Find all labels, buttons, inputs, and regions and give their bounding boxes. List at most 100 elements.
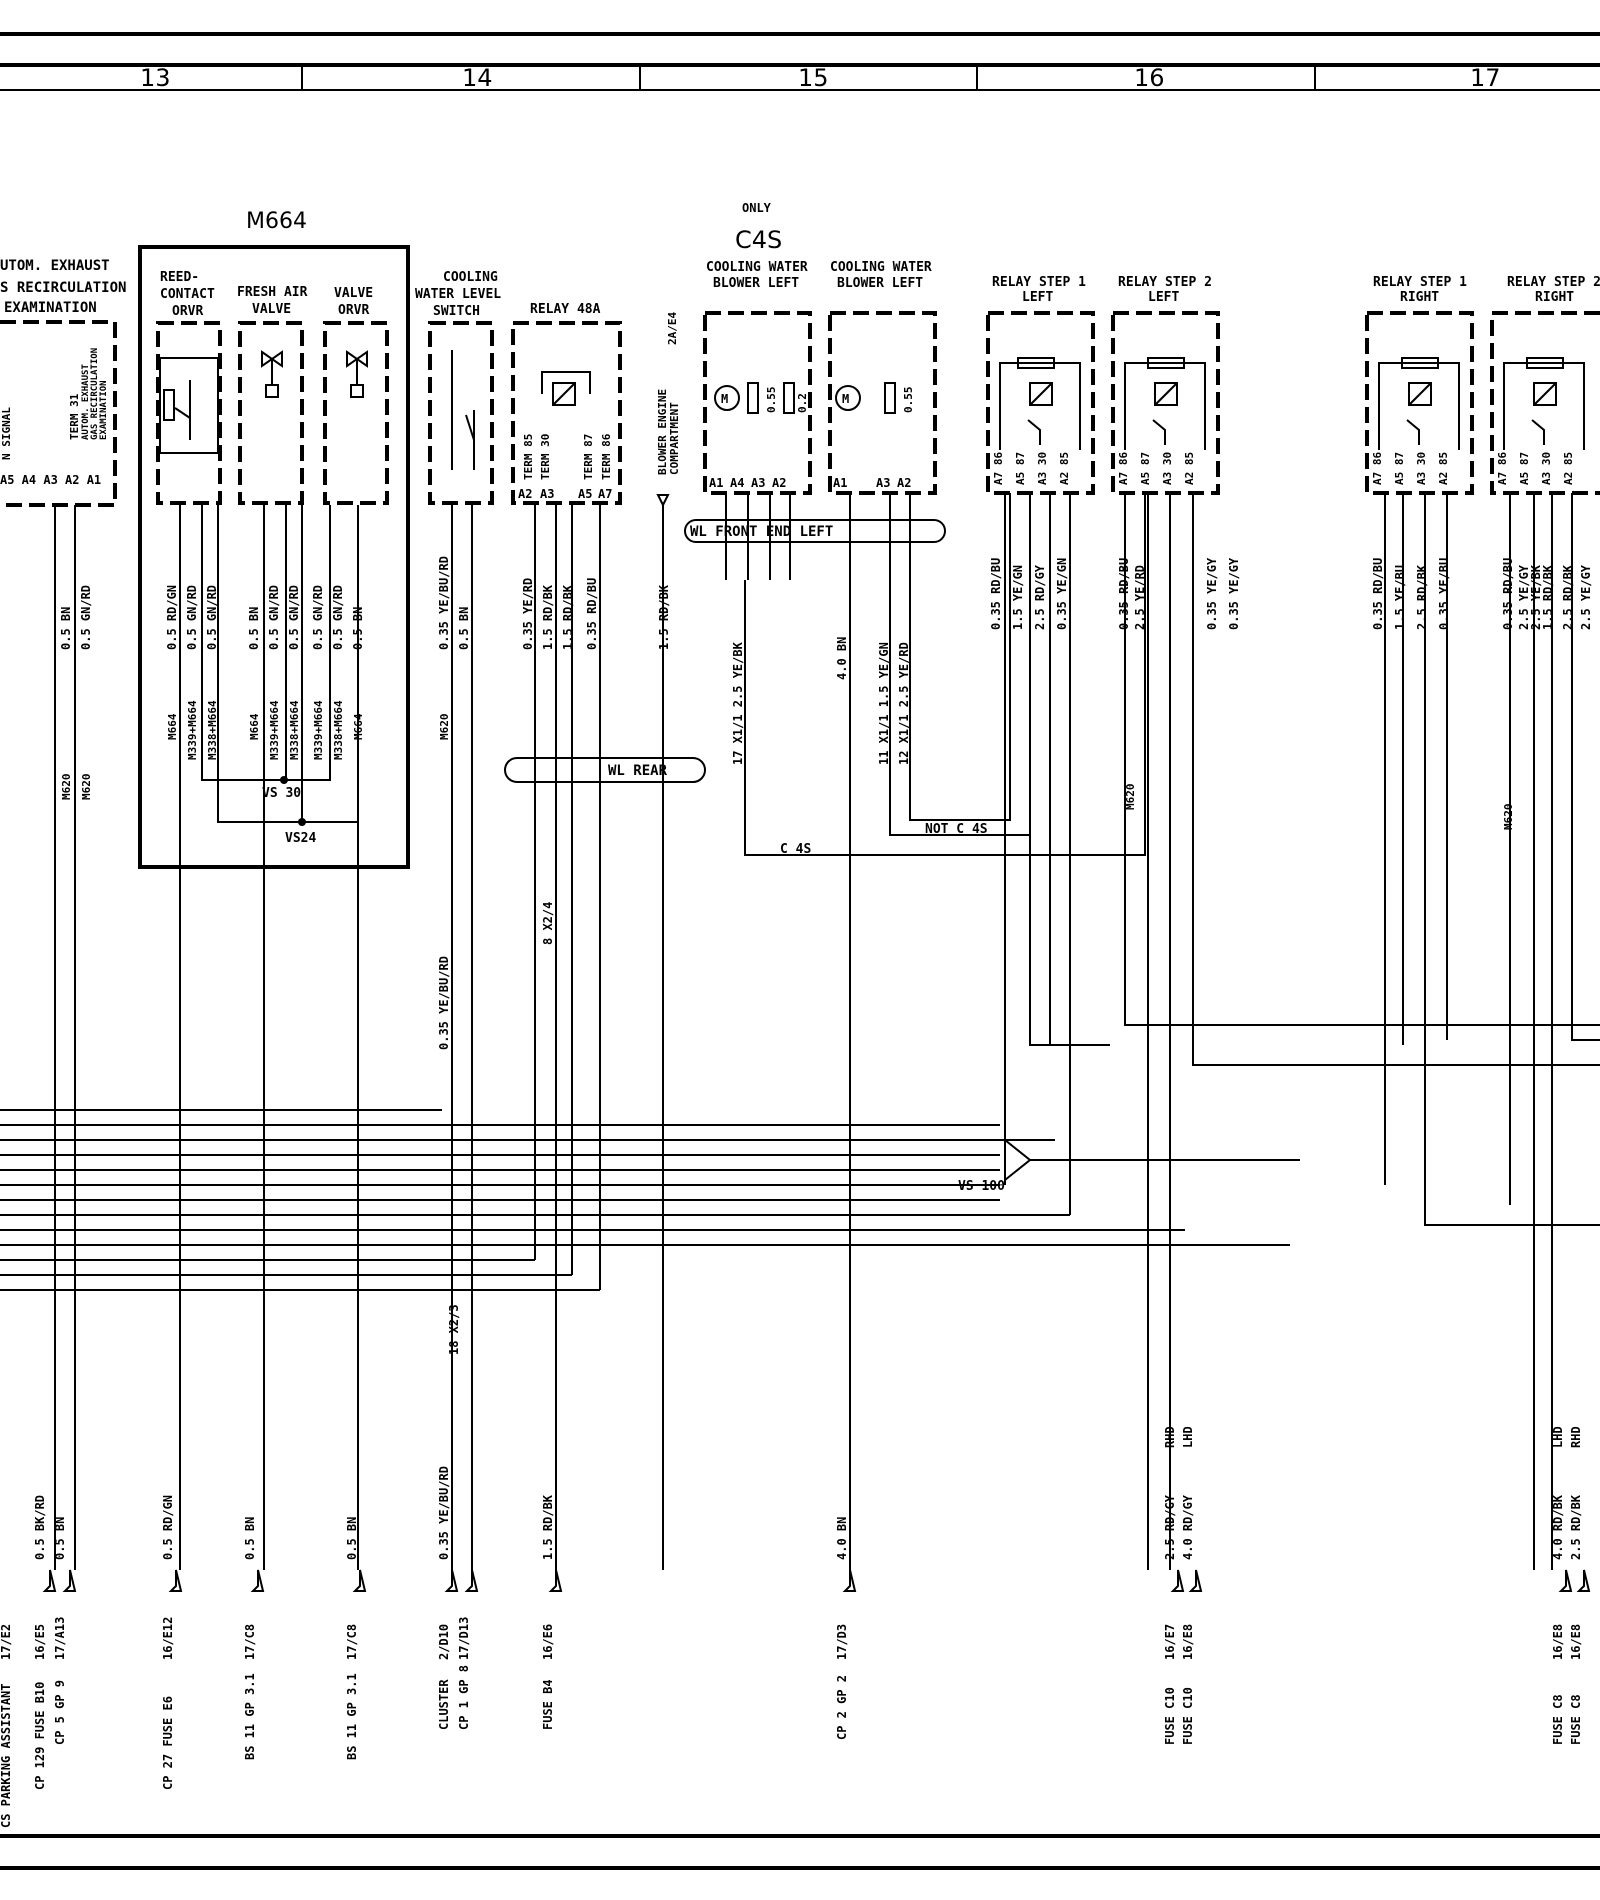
wire-label: 1.5 YE/BU xyxy=(1393,565,1407,630)
blower-comp-label-1: BLOWER ENGINE xyxy=(656,389,669,475)
column-14: 14 xyxy=(462,64,493,92)
reed-label-1: REED- xyxy=(160,270,199,285)
relay48a-pin-a7: A7 xyxy=(598,487,612,501)
autom-exhaust-term-1: TERM 31 xyxy=(68,393,81,440)
bottom-dest: FUSE C10 xyxy=(1163,1687,1177,1745)
wire-label: 0.5 GN/RD xyxy=(205,585,219,650)
wire-label: 0.5 RD/GN xyxy=(165,585,179,650)
part-tag: M664 xyxy=(352,713,365,740)
wire-label: 1.5 RD/BK xyxy=(1541,564,1555,630)
wire-label: 2.5 RD/GY xyxy=(1033,564,1047,630)
blower-comp-ref: 2A/E4 xyxy=(666,312,679,345)
cooling-switch-label-2: WATER LEVEL xyxy=(415,287,501,302)
bottom-ref: 17/C8 xyxy=(243,1624,257,1660)
blower1-pin-a3: A3 xyxy=(751,476,765,490)
bottom-ref: 17/D3 xyxy=(835,1624,849,1660)
left-cut-ref: 17/E2 xyxy=(0,1624,13,1660)
cooling-blower-left-2: COOLING WATER BLOWER LEFT M 0.55 A1 A3 A… xyxy=(828,260,937,495)
rs1r-label-1: RELAY STEP 1 xyxy=(1373,275,1467,290)
blower1-pin-a2: A2 xyxy=(772,476,786,490)
bottom-dest: FUSE C8 xyxy=(1551,1694,1565,1745)
bottom-dest: CP 1 GP 8 xyxy=(457,1665,471,1730)
wire-label: 0.35 RD/BU xyxy=(585,578,599,650)
wire-label: 2.5 YE/BK xyxy=(1529,564,1543,630)
bottom-dest: CP 129 FUSE B10 xyxy=(33,1682,47,1790)
wire-label: 0.35 YE/BU/RD xyxy=(437,556,451,650)
bottom-wire: 2.5 RD/BK xyxy=(1569,1494,1583,1560)
harness-labels: WL FRONT END LEFT WL REAR C 4S NOT C 4S … xyxy=(504,519,1005,1194)
bottom-wire: 0.5 RD/GN xyxy=(161,1495,175,1560)
wire-label: 11 X1/1 1.5 YE/GN xyxy=(877,642,891,765)
blower2-r1: 0.55 xyxy=(902,387,915,414)
autom-exhaust-label-2: S RECIRCULATION xyxy=(0,280,126,296)
autom-exhaust-label-1: UTOM. EXHAUST xyxy=(0,258,110,274)
blower-comp-label-2: COMPARTMENT xyxy=(668,402,681,475)
wire-label: 0.5 GN/RD xyxy=(331,585,345,650)
blower-compartment: BLOWER ENGINE COMPARTMENT 2A/E4 xyxy=(656,312,681,508)
bottom-ref: 16/E12 xyxy=(161,1617,175,1660)
bottom-wire: 0.5 BN xyxy=(243,1517,257,1560)
bottom-wire: 4.0 BN xyxy=(835,1517,849,1560)
wire-label: 0.35 YE/RD xyxy=(521,578,535,650)
fresh-label-1: FRESH AIR xyxy=(237,285,308,300)
blower2-label-2: BLOWER LEFT xyxy=(837,276,923,291)
x24-connector: 8 X2/4 xyxy=(541,902,555,945)
cooling-switch-label-3: SWITCH xyxy=(433,304,480,319)
wire-label: 0.35 YE/BU xyxy=(1437,558,1451,630)
wire-label: 0.5 GN/RD xyxy=(79,585,93,650)
wire-label: 0.5 BN xyxy=(59,607,73,650)
wire-label: 2.5 RD/BK xyxy=(1561,564,1575,630)
wire-label: 1.5 RD/BK xyxy=(657,584,671,650)
wire-label: 0.35 YE/GN xyxy=(1055,558,1069,630)
relay-step1-right: RELAY STEP 1 RIGHT A7 86 A5 87 A3 30 A2 … xyxy=(1365,275,1474,495)
column-16: 16 xyxy=(1134,64,1165,92)
bottom-ref: 16/E5 xyxy=(33,1624,47,1660)
bottom-dest: CP 5 GP 9 xyxy=(53,1680,67,1745)
wire-label: 0.35 RD/BU xyxy=(1501,558,1515,630)
autom-exhaust-term-2: AUTOM. EXHAUST xyxy=(81,364,91,440)
wire-label: 0.35 YE/GY xyxy=(1205,557,1219,630)
wire-label: 0.35 RD/BU xyxy=(1117,558,1131,630)
part-tag: M620 xyxy=(438,714,451,741)
wire-label: 0.5 BN xyxy=(457,607,471,650)
c4s-label: C4S xyxy=(735,226,782,254)
wire-label: 1.5 YE/GN xyxy=(1011,565,1025,630)
wire-label: 0.35 RD/BU xyxy=(1371,558,1385,630)
bottom-dest: FUSE C8 xyxy=(1569,1694,1583,1745)
rs1l-label-2: LEFT xyxy=(1022,290,1053,305)
cooling-switch-label-1: COOLING xyxy=(443,270,498,285)
svg-text:M: M xyxy=(842,392,849,406)
cooling-blower-left-1: COOLING WATER BLOWER LEFT M 0.55 0.2 A1 … xyxy=(703,260,812,495)
bottom-dest: FUSE B4 xyxy=(541,1679,555,1730)
wire-label: 1.5 RD/BK xyxy=(541,584,555,650)
wire-label: 12 X1/1 2.5 YE/RD xyxy=(897,642,911,765)
bottom-wire: 2.5 RD/GY xyxy=(1163,1494,1177,1560)
bottom-wire: 4.0 RD/GY xyxy=(1181,1494,1195,1560)
relay48a-term85: TERM 85 xyxy=(522,434,535,480)
lhd-tag: LHD xyxy=(1551,1426,1565,1448)
column-13: 13 xyxy=(140,64,171,92)
bottom-wire: 0.5 BN xyxy=(53,1517,67,1560)
rs1l-label-1: RELAY STEP 1 xyxy=(992,275,1086,290)
autom-exhaust-pins: A5 A4 A3 A2 A1 xyxy=(0,473,101,487)
reed-label-2: CONTACT xyxy=(160,287,215,302)
bottom-ref: 2/D10 xyxy=(437,1624,451,1660)
wire-label: 0.5 GN/RD xyxy=(185,585,199,650)
wire-label: 2.5 RD/BK xyxy=(1415,564,1429,630)
relay48a-pin-a3: A3 xyxy=(540,487,554,501)
part-tag: M338+M664 xyxy=(288,700,301,760)
rs2l-pin-30: A3 30 xyxy=(1161,452,1174,485)
only-label: ONLY xyxy=(742,201,772,215)
rs1l-pin-30: A3 30 xyxy=(1036,452,1049,485)
rs1r-pin-87: A5 87 xyxy=(1393,452,1406,485)
relay48a-pin-a5: A5 xyxy=(578,487,592,501)
relay48a-term86: TERM 86 xyxy=(600,433,613,480)
bottom-ref: 16/E6 xyxy=(541,1624,555,1660)
bottom-dest: CLUSTER xyxy=(437,1679,451,1730)
wire-label: 2.5 YE/GY xyxy=(1517,564,1531,630)
vs100-label: VS 100 xyxy=(958,1179,1005,1194)
wire-label: 2.5 YE/GY xyxy=(1579,564,1593,630)
rs1l-pin-85: A2 85 xyxy=(1058,452,1071,485)
blower1-r1: 0.55 xyxy=(765,387,778,414)
rs1l-pin-87: A5 87 xyxy=(1014,452,1027,485)
